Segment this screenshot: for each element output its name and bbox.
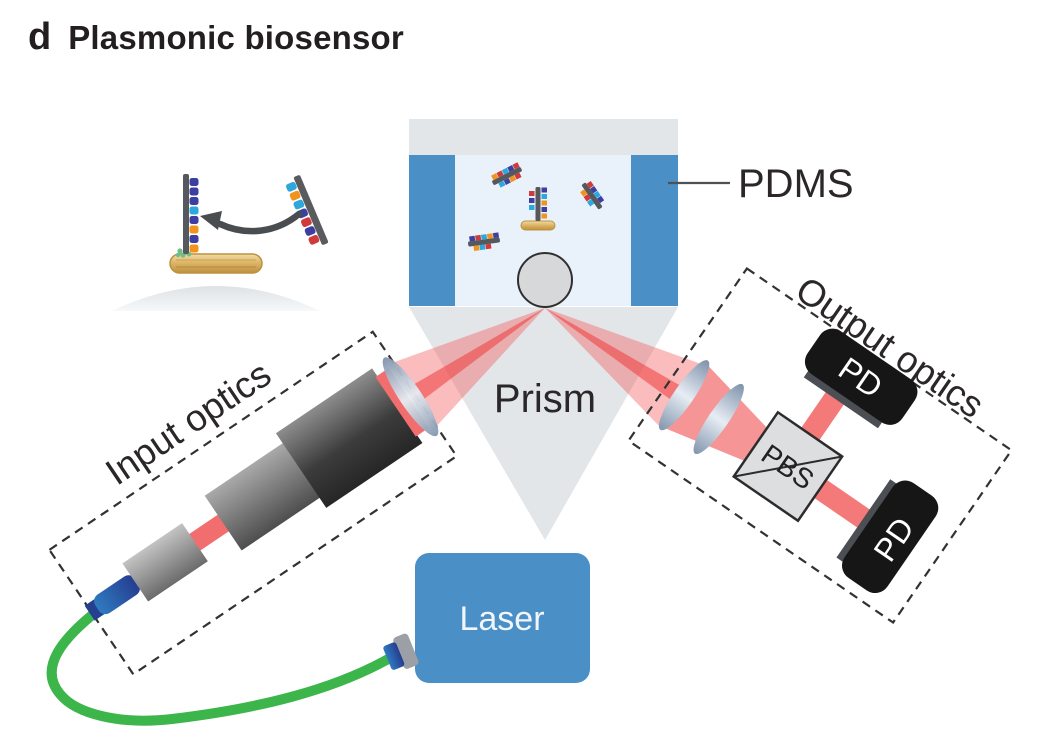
target-dna-strand [285,175,329,245]
prism-body [409,307,678,540]
gold-nanorod [169,253,263,274]
inset-binding-illustration [112,174,329,311]
laser-fiber-connector [383,633,419,670]
photodiode-bottom: PD [836,479,939,594]
channel-dna-strand [468,232,500,251]
pbs-diagonal [733,455,843,478]
figure-title: d Plasmonic biosensor [28,16,404,59]
collimator-barrel [122,523,208,602]
channel-dna-on-nanorod [520,187,556,231]
flow-cell-top [409,119,678,156]
binding-arrow-head [200,211,222,230]
pdms-wall-left [409,155,455,306]
fiber-cable [46,603,402,726]
fiber-ferrule [84,598,105,621]
beam-segment [187,512,233,552]
collection-beam-right [545,308,704,429]
pdms-wall-right [631,155,678,306]
panel-title-text: Plasmonic biosensor [68,19,404,56]
channel-dna-strand [580,181,605,210]
objective-barrel [275,368,423,508]
glass-dome [112,286,320,311]
probe-dna-strand [183,174,199,254]
binding-arrow [216,210,303,235]
output-optics: Output optics PBS PD [627,266,1013,625]
flow-cell [409,119,678,306]
channel-dna-strand [491,162,522,188]
panel-letter: d [28,16,52,58]
sensing-spot-circle [517,252,573,308]
input-fiber-connector [94,575,140,615]
photodiode-top: PD [803,328,918,429]
output-lens-1 [658,360,710,431]
output-lens-2 [693,383,744,455]
pbs-cube: PBS [731,410,844,523]
prism-label: Prism [494,377,596,421]
pdms-label: PDMS [738,162,854,206]
laser-box [415,553,590,683]
laser-label: Laser [459,600,544,638]
optics-tube [204,442,322,551]
input-lens [382,357,439,437]
excitation-beam-left [389,308,545,430]
